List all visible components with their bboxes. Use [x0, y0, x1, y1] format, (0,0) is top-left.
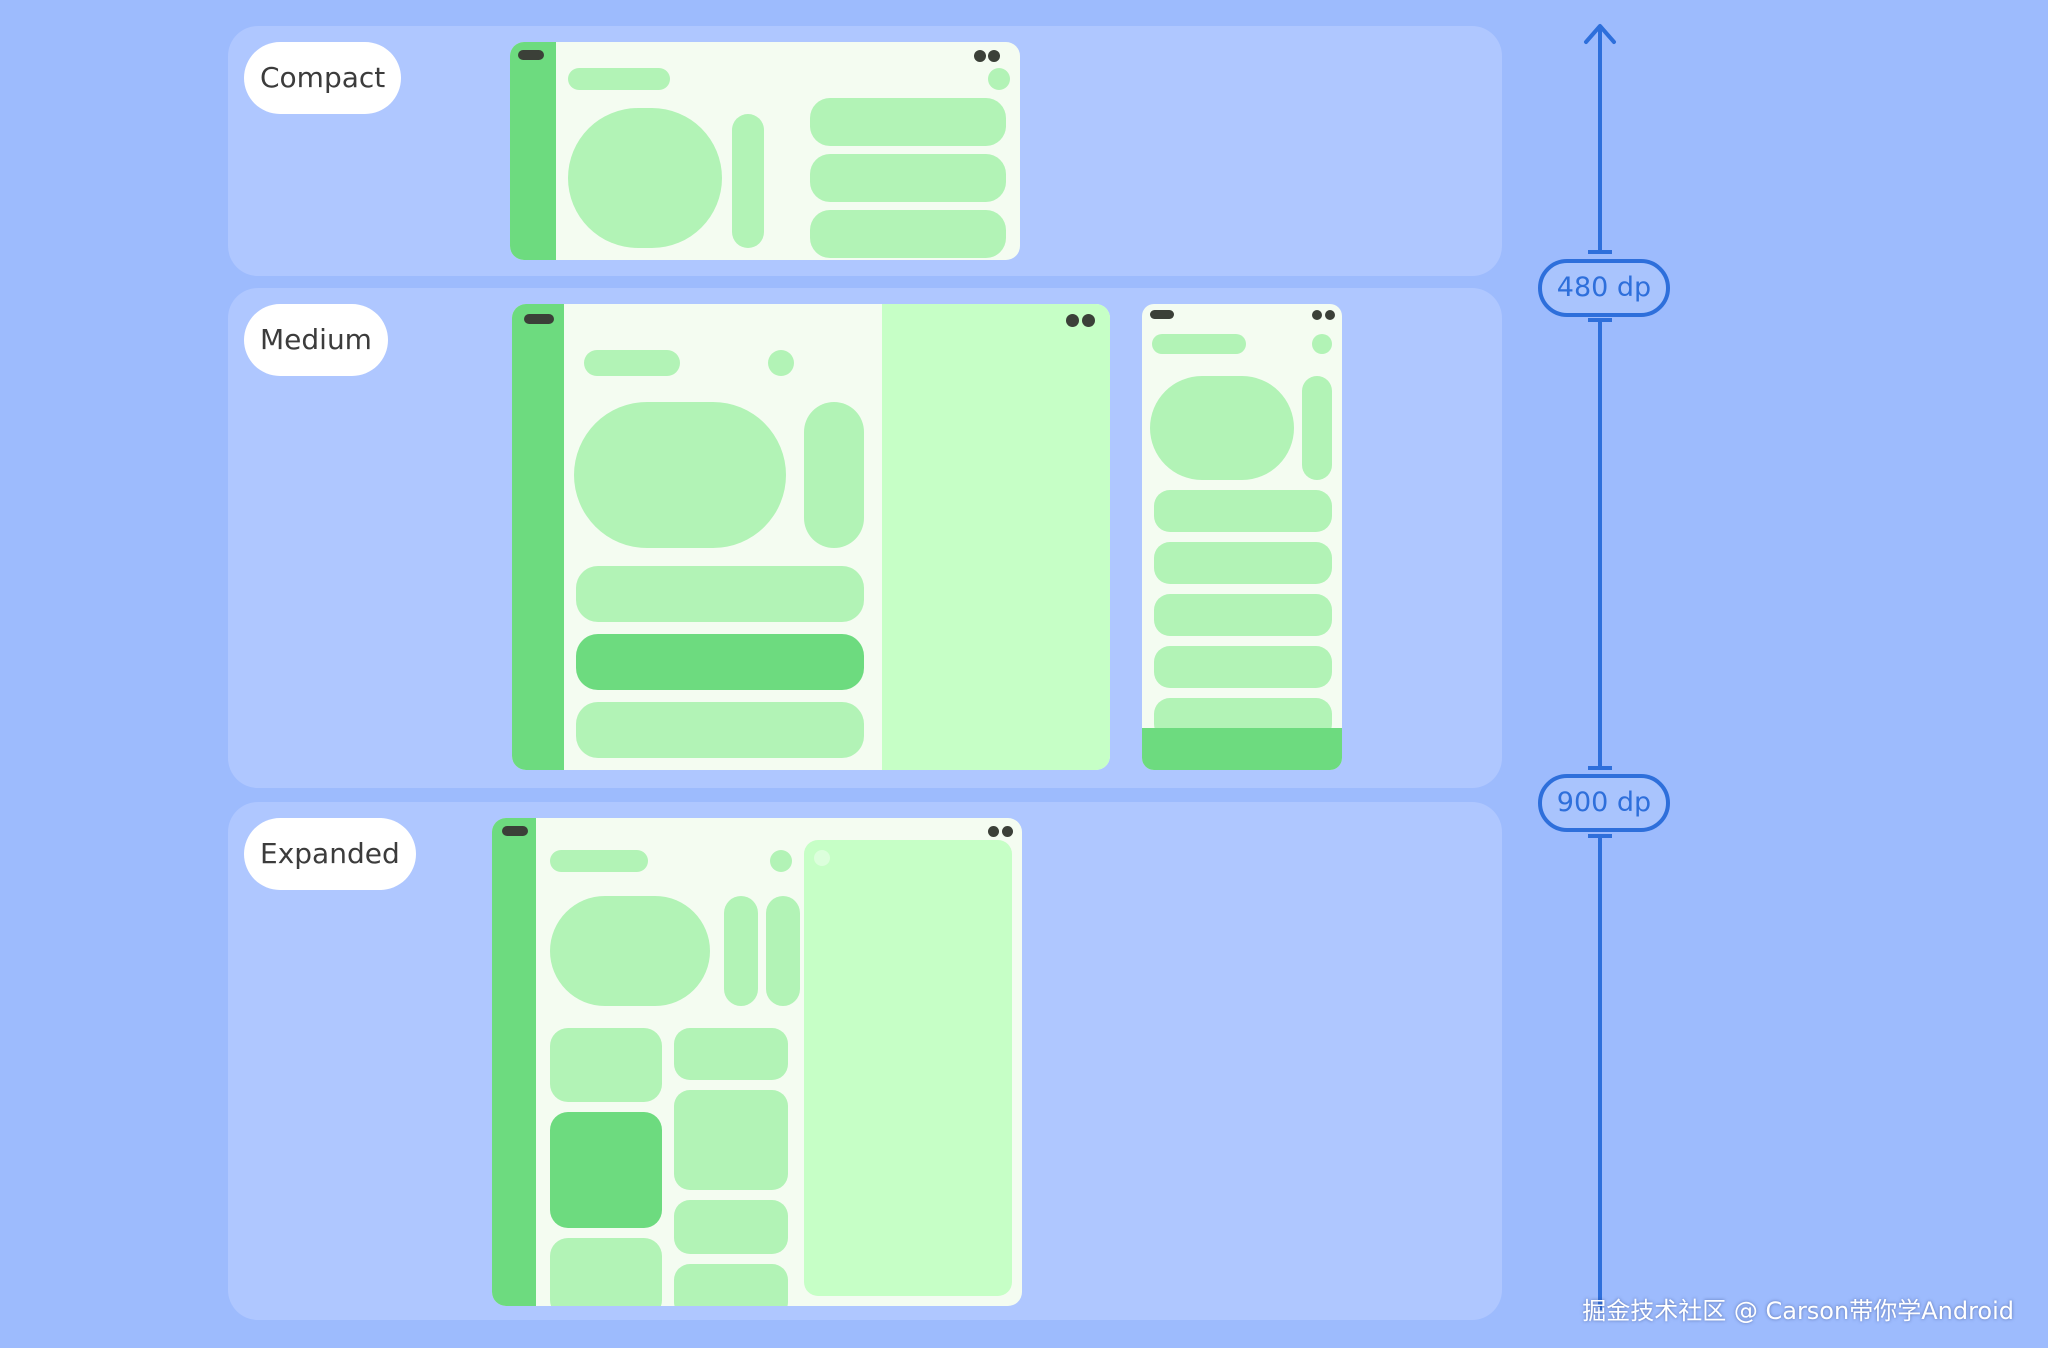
vertical-bar-placeholder	[766, 896, 800, 1006]
status-dot-icon	[974, 50, 986, 62]
band-compact: Compact	[228, 26, 1502, 276]
list-item-placeholder	[1154, 594, 1332, 636]
axis-arrow-up-icon	[1584, 24, 1616, 44]
camera-icon	[518, 50, 544, 60]
avatar-placeholder	[768, 350, 794, 376]
medium-phone-mockup	[1142, 304, 1342, 770]
status-dot-icon	[1082, 314, 1095, 327]
navigation-rail	[512, 304, 564, 770]
grid-card-placeholder	[674, 1028, 788, 1080]
breakpoint-480: 480 dp	[1538, 259, 1670, 317]
list-item-placeholder	[810, 98, 1006, 146]
title-placeholder	[584, 350, 680, 376]
row-label-expanded: Expanded	[244, 818, 416, 890]
avatar-placeholder	[988, 68, 1010, 90]
vertical-bar-placeholder	[1302, 376, 1332, 480]
vertical-bar-placeholder	[804, 402, 864, 548]
grid-card-placeholder	[550, 1238, 662, 1306]
camera-icon	[524, 314, 554, 324]
bottom-navigation-bar	[1142, 728, 1342, 770]
list-item-placeholder	[810, 210, 1006, 258]
band-expanded: Expanded	[228, 802, 1502, 1320]
compact-window-mockup	[510, 42, 1020, 260]
avatar-placeholder	[770, 850, 792, 872]
row-label-medium: Medium	[244, 304, 388, 376]
grid-card-selected-placeholder	[550, 1112, 662, 1228]
detail-pane-placeholder	[804, 840, 1012, 1296]
status-dot-icon	[1312, 310, 1322, 320]
grid-card-placeholder	[674, 1090, 788, 1190]
detail-pane-icon	[814, 850, 830, 866]
list-item-selected-placeholder	[576, 634, 864, 690]
vertical-bar-placeholder	[724, 896, 758, 1006]
detail-pane-placeholder	[882, 304, 1110, 770]
axis-line	[1598, 318, 1602, 768]
navigation-rail	[510, 42, 556, 260]
axis-line	[1598, 28, 1602, 252]
list-item-placeholder	[810, 154, 1006, 202]
list-item-placeholder	[576, 566, 864, 622]
list-item-placeholder	[576, 702, 864, 758]
watermark: 掘金技术社区 @ Carson带你学Android	[1582, 1297, 2014, 1325]
title-placeholder	[568, 68, 670, 90]
status-dot-icon	[1066, 314, 1079, 327]
camera-icon	[502, 826, 528, 836]
title-placeholder	[550, 850, 648, 872]
status-dot-icon	[1325, 310, 1335, 320]
hero-card-placeholder	[574, 402, 786, 548]
status-dot-icon	[988, 826, 999, 837]
grid-card-placeholder	[550, 1028, 662, 1102]
hero-card-placeholder	[550, 896, 710, 1006]
camera-icon	[1150, 310, 1174, 319]
grid-card-placeholder	[674, 1264, 788, 1306]
row-label-compact: Compact	[244, 42, 402, 114]
status-dot-icon	[988, 50, 1000, 62]
expanded-window-mockup	[492, 818, 1022, 1306]
medium-window-mockup	[512, 304, 1110, 770]
axis-tick	[1588, 250, 1612, 254]
avatar-placeholder	[1312, 334, 1332, 354]
list-item-placeholder	[1154, 542, 1332, 584]
navigation-rail	[492, 818, 536, 1306]
vertical-bar-placeholder	[732, 114, 764, 248]
grid-card-placeholder	[674, 1200, 788, 1254]
list-item-placeholder	[1154, 490, 1332, 532]
band-medium: Medium	[228, 288, 1502, 788]
status-dot-icon	[1002, 826, 1013, 837]
hero-card-placeholder	[568, 108, 722, 248]
title-placeholder	[1152, 334, 1246, 354]
list-item-placeholder	[1154, 646, 1332, 688]
hero-card-placeholder	[1150, 376, 1294, 480]
breakpoint-900: 900 dp	[1538, 774, 1670, 832]
axis-tick	[1588, 766, 1612, 770]
axis-line	[1598, 834, 1602, 1310]
